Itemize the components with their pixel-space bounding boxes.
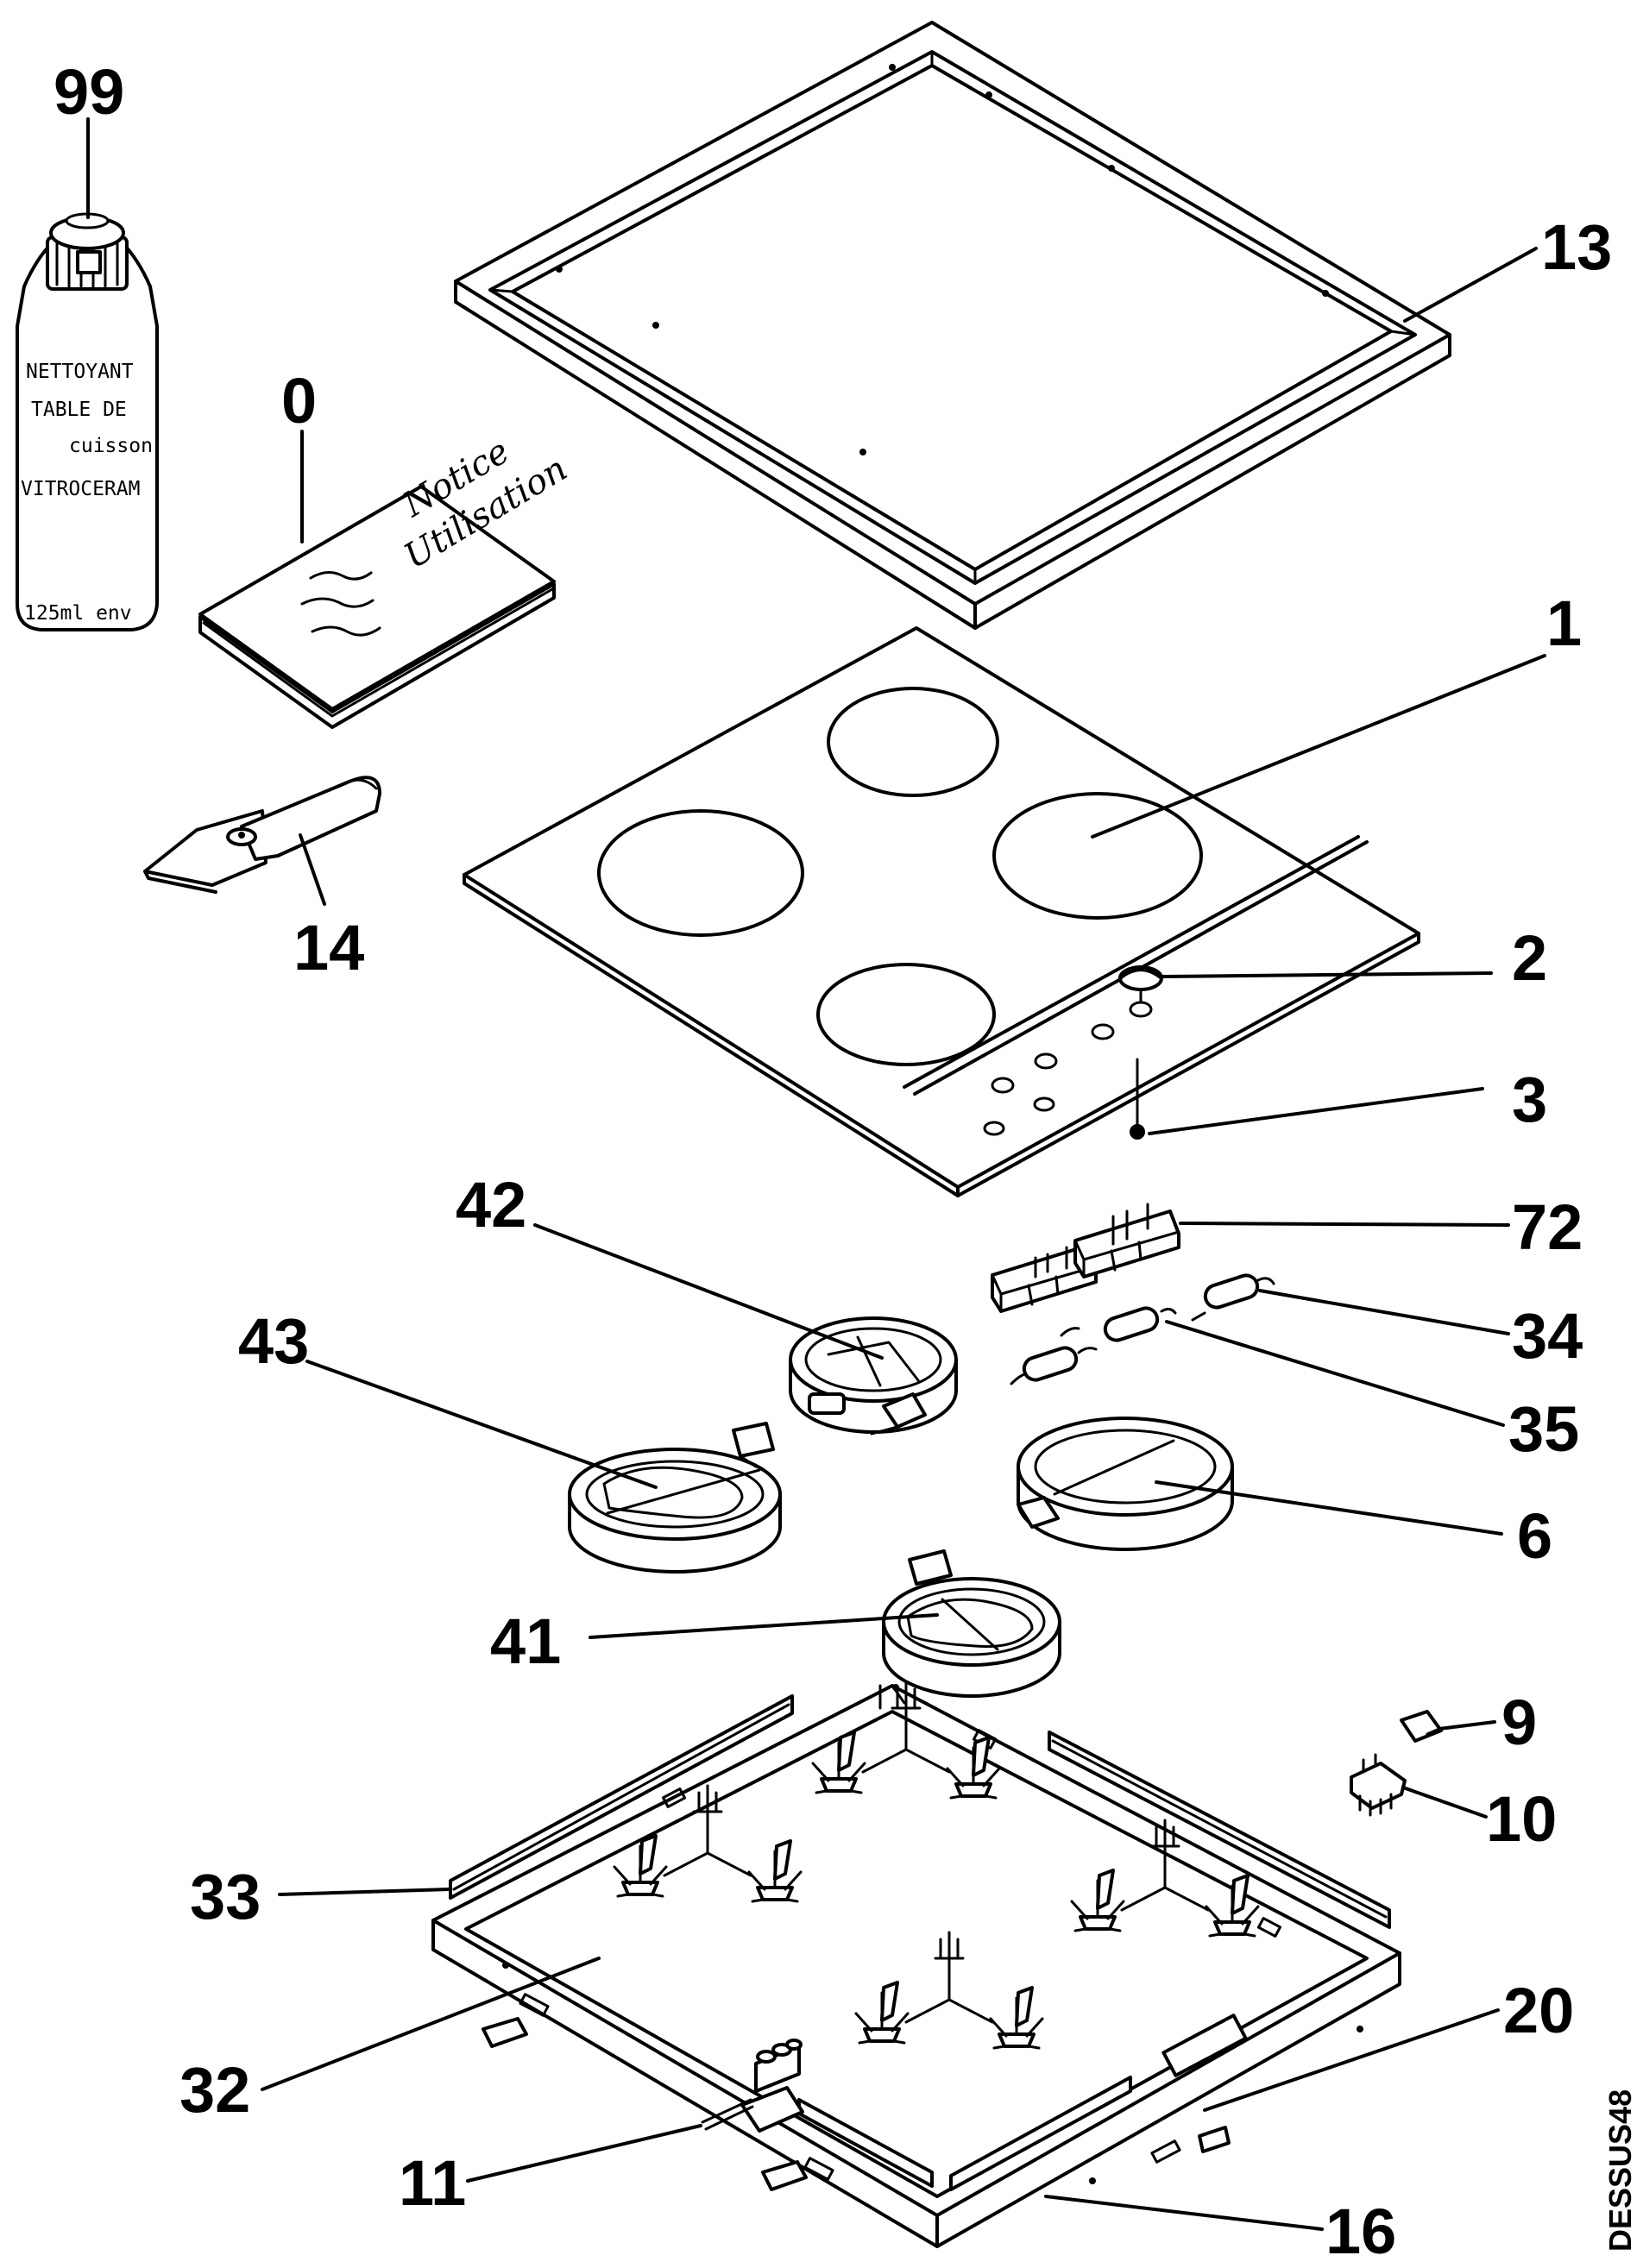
label-20: 20	[1503, 1975, 1574, 2046]
support-post	[934, 1931, 965, 1960]
label-99: 99	[54, 56, 124, 128]
heating-element-41	[882, 1549, 1061, 1698]
cooking-zone-left	[597, 809, 804, 937]
label-14: 14	[293, 912, 364, 983]
bottle-label-line4: VITROCERAM	[21, 478, 140, 500]
label-2: 2	[1512, 922, 1547, 994]
element-supports	[613, 1681, 1260, 2050]
label-9: 9	[1501, 1687, 1537, 1758]
drawing-code: DESSUS48	[1602, 2089, 1638, 2252]
label-10: 10	[1486, 1783, 1557, 1855]
label-0: 0	[281, 365, 317, 437]
glass-ceramic-top	[463, 626, 1420, 1197]
resistor-35	[1010, 1306, 1177, 1385]
label-42: 42	[456, 1169, 526, 1241]
support-post	[692, 1784, 723, 1813]
support-post	[891, 1681, 922, 1710]
cable-clamp	[701, 2039, 804, 2133]
heating-element-43	[568, 1422, 782, 1574]
support-bracket	[946, 1736, 1001, 1800]
support-bracket	[1205, 1874, 1260, 1938]
support-bracket	[811, 1731, 866, 1794]
label-3: 3	[1512, 1064, 1547, 1135]
support-bracket	[854, 1981, 910, 2045]
cooking-zone-front	[816, 963, 996, 1066]
support-bracket	[989, 1986, 1044, 2050]
terminal-blocks	[991, 1203, 1180, 1313]
resistor-34	[1191, 1273, 1275, 1322]
indicator-lens	[1118, 965, 1163, 1002]
label-32: 32	[179, 2054, 250, 2126]
connector-9	[1400, 1710, 1443, 1743]
heating-element-6	[1017, 1417, 1234, 1551]
bottle-label-line2: TABLE DE	[31, 399, 127, 421]
hob-frame	[454, 21, 1451, 630]
user-manual-booklet: Notice Utilisation	[198, 431, 574, 729]
bottle-label-line3: cuisson	[69, 435, 153, 457]
label-34: 34	[1512, 1300, 1583, 1372]
bottle-label-volume: 125ml env	[24, 602, 132, 625]
fixing-screw	[1130, 1058, 1145, 1140]
label-16: 16	[1325, 2196, 1396, 2267]
label-72: 72	[1512, 1191, 1583, 1263]
support-rail-20	[1048, 1731, 1391, 1929]
cleaner-bottle: NETTOYANT TABLE DE cuisson VITROCERAM 12…	[16, 212, 159, 631]
support-bracket	[1070, 1869, 1125, 1932]
front-rails	[797, 2076, 1132, 2191]
cooking-zone-right	[992, 792, 1203, 920]
cooking-zone-rear	[827, 687, 999, 797]
label-13: 13	[1541, 211, 1612, 283]
connector-10	[1350, 1753, 1407, 1817]
label-41: 41	[490, 1605, 561, 1677]
bottle-label-line1: NETTOYANT	[26, 361, 134, 383]
label-1: 1	[1546, 587, 1582, 659]
part-labels: 99 0 13 1 14 2 3 42 72 43 34 35 6 41 9 1…	[54, 56, 1612, 2267]
support-rail-33	[449, 1694, 794, 1900]
label-35: 35	[1508, 1393, 1579, 1465]
support-bracket	[747, 1839, 803, 1903]
support-bracket	[613, 1834, 668, 1898]
label-33: 33	[190, 1861, 261, 1932]
glass-scraper	[143, 776, 381, 894]
label-43: 43	[238, 1305, 309, 1377]
leader-lines	[86, 117, 1546, 2231]
support-post	[1149, 1819, 1180, 1848]
label-6: 6	[1517, 1500, 1552, 1572]
heating-element-42	[789, 1316, 958, 1436]
label-11: 11	[399, 2147, 466, 2219]
